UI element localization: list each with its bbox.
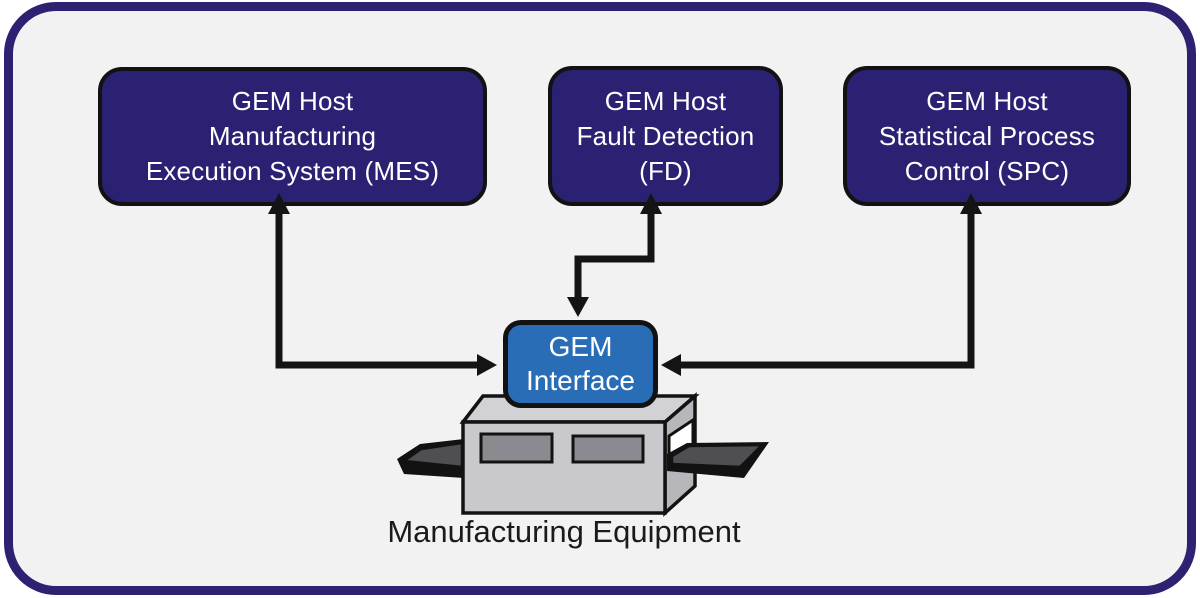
arrowhead-down-interface-icon bbox=[567, 297, 589, 317]
arrowhead-left-interface-icon bbox=[661, 354, 681, 376]
host-box-spc: GEM Host Statistical Process Control (SP… bbox=[843, 66, 1131, 206]
connector-mes-interface bbox=[268, 193, 497, 376]
host-box-fd-line3: (FD) bbox=[639, 155, 692, 186]
conveyor-right-icon bbox=[667, 442, 769, 478]
host-box-mes-line1: GEM Host bbox=[231, 86, 354, 116]
host-box-mes-line3: Execution System (MES) bbox=[145, 156, 440, 186]
host-box-spc-line3: Control (SPC) bbox=[904, 155, 1070, 186]
host-box-mes: GEM Host Manufacturing Execution System … bbox=[98, 67, 487, 206]
arrowhead-up-mes-icon bbox=[268, 193, 290, 214]
host-box-spc-line1: GEM Host bbox=[926, 85, 1048, 116]
arrowhead-up-fd-icon bbox=[640, 193, 662, 214]
machine-window-left bbox=[479, 432, 554, 464]
conveyor-left-icon bbox=[397, 439, 464, 478]
host-box-fd-line1: GEM Host bbox=[604, 85, 727, 116]
connector-fd-interface bbox=[567, 193, 662, 317]
host-box-mes-line2: Manufacturing bbox=[208, 121, 377, 151]
gem-interface-line2: Interface bbox=[526, 365, 635, 396]
host-box-fd: GEM Host Fault Detection (FD) bbox=[548, 66, 783, 206]
gem-interface-box: GEM Interface bbox=[503, 320, 658, 408]
connector-spc-interface bbox=[661, 193, 982, 376]
gem-interface-line1: GEM bbox=[548, 331, 613, 362]
host-box-spc-line2: Statistical Process bbox=[878, 120, 1096, 151]
host-box-fd-line2: Fault Detection bbox=[576, 120, 755, 151]
arrowhead-right-interface-icon bbox=[477, 354, 497, 376]
equipment-label: Manufacturing Equipment bbox=[387, 514, 741, 549]
machine-window-right bbox=[571, 434, 645, 464]
manufacturing-equipment-illustration bbox=[397, 392, 769, 517]
arrowhead-up-spc-icon bbox=[960, 193, 982, 214]
